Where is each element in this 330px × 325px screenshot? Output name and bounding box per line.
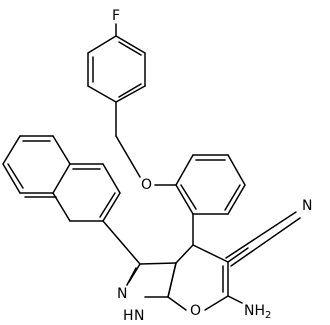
ether-oxygen-label: O <box>141 177 152 193</box>
amino-subscript: 2 <box>265 310 271 321</box>
amino-label: NH2 <box>244 303 271 321</box>
ch2-o-bond <box>115 135 141 178</box>
pyran-ring <box>167 244 229 311</box>
ring-oxygen-label: O <box>190 303 201 319</box>
pyrazole-nh-h-label: H <box>123 308 134 324</box>
nitrile-nitrogen-label: N <box>302 198 312 214</box>
amino-nh: NH <box>244 303 265 319</box>
fluorophenyl-ring <box>87 35 146 103</box>
fluorine-label: F <box>112 8 120 24</box>
nitrile-bond-c <box>225 211 297 259</box>
pyrazole-nitrogen-label: N <box>117 286 127 302</box>
naphthalene <box>2 135 121 222</box>
phenyl-ring <box>175 154 246 215</box>
c-nh2-bond <box>227 295 243 304</box>
pyrazole-naphthyl-bond <box>102 220 141 265</box>
nitrile-bond-a <box>227 247 249 263</box>
pyrazole-nh-n-label: N <box>134 308 144 324</box>
pyrazole-ring <box>126 262 177 298</box>
nitrile-bond-b <box>230 217 301 267</box>
